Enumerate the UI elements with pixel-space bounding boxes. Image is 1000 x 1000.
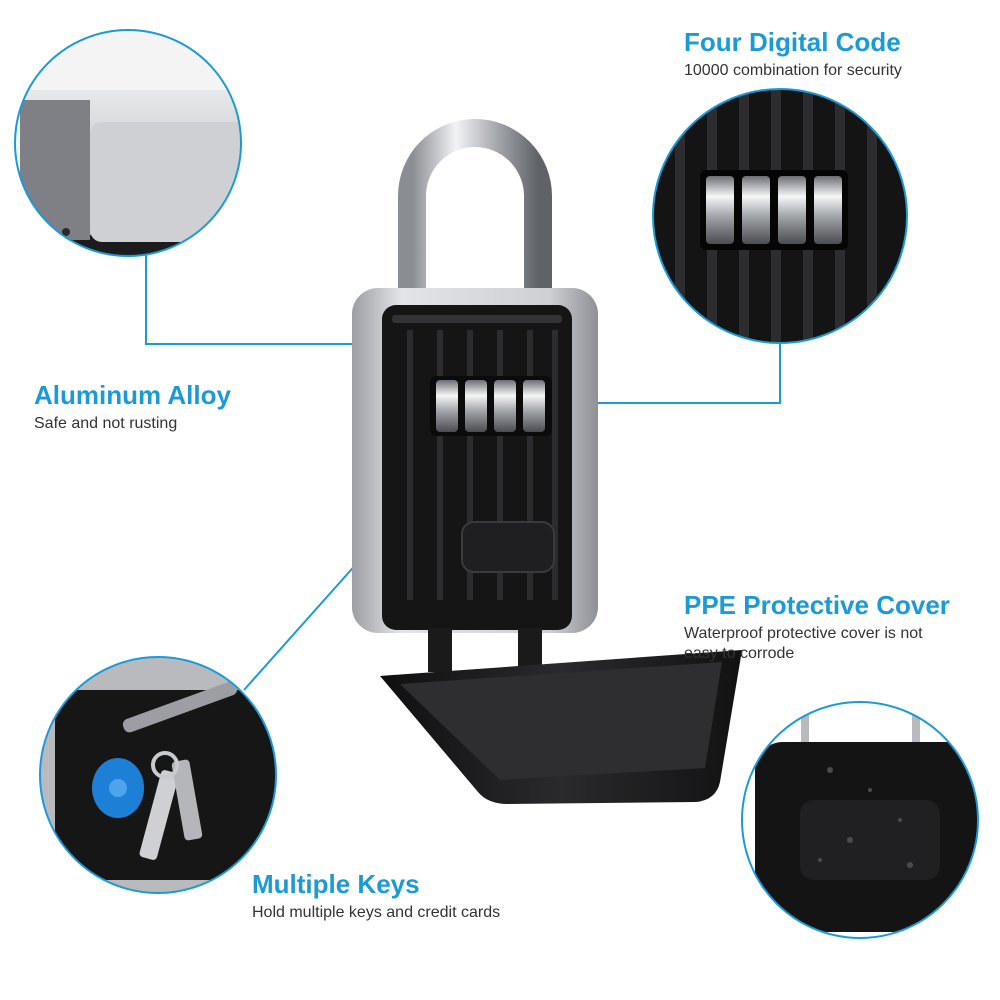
shackle — [398, 119, 552, 290]
feature-description: Hold multiple keys and credit cards — [252, 904, 501, 921]
feature-description: Waterproof protective cover is not easy … — [684, 625, 923, 662]
lockbox-body — [352, 288, 598, 633]
open-cover — [380, 628, 742, 804]
feature-title: Aluminum Alloy — [34, 380, 231, 410]
feature-description: Safe and not rusting — [34, 415, 178, 432]
combination-dials — [430, 376, 552, 436]
feature-title: Multiple Keys — [252, 869, 420, 899]
feature-multiple-keys: Multiple Keys Hold multiple keys and cre… — [252, 869, 512, 923]
feature-four-digital-code: Four Digital Code 10000 combination for … — [684, 27, 902, 81]
feature-aluminum-alloy: Aluminum Alloy Safe and not rusting — [34, 380, 231, 434]
dial-detail-photo — [652, 88, 908, 344]
feature-title: PPE Protective Cover — [684, 590, 950, 620]
aluminum-detail-photo — [14, 29, 242, 257]
keys-detail-photo — [39, 656, 277, 894]
feature-description: 10000 combination for security — [684, 62, 902, 79]
cover-detail-photo — [741, 701, 979, 939]
feature-ppe-protective-cover: PPE Protective Cover Waterproof protecti… — [684, 590, 950, 664]
feature-title: Four Digital Code — [684, 27, 901, 57]
